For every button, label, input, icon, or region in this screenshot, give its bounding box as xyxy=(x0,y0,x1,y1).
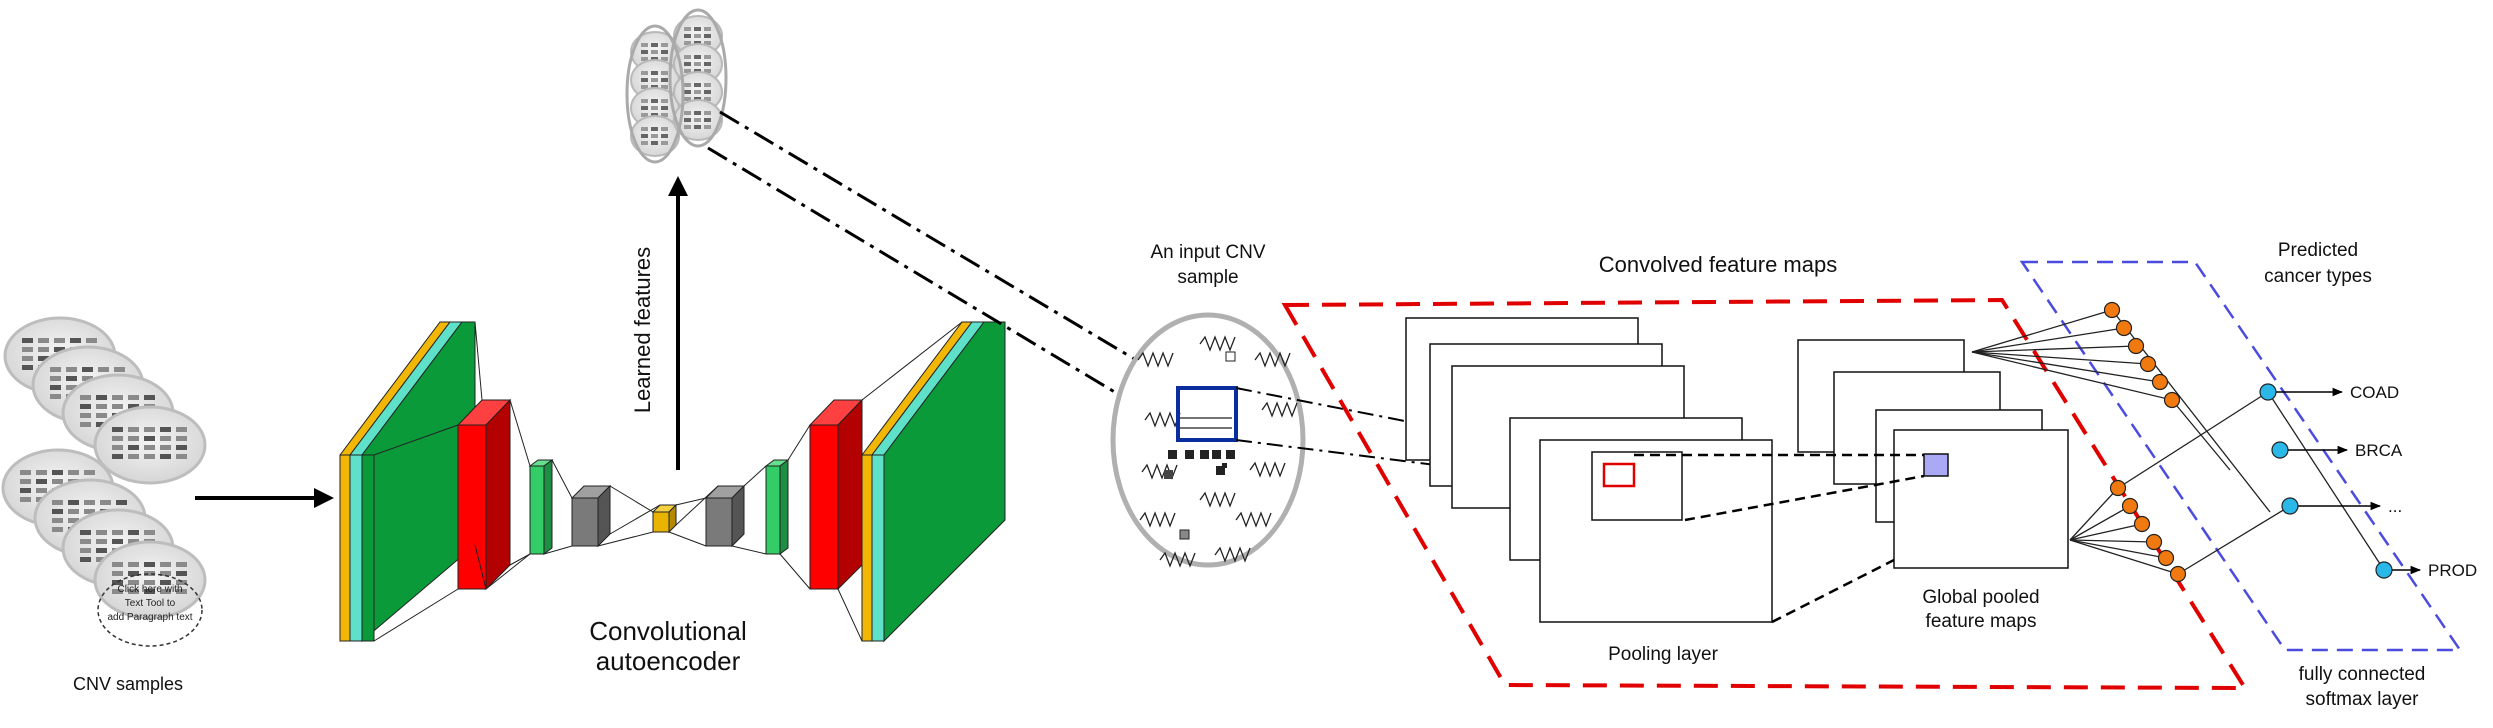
fc-hidden-node xyxy=(2127,337,2145,355)
autoencoder-label-line2: autoencoder xyxy=(596,646,741,676)
fc-edge xyxy=(2069,505,2131,541)
fc-region-outline xyxy=(2019,260,2463,652)
fc-label-line2: softmax layer xyxy=(2306,689,2420,710)
fc-network: COAD BRCA... PROD xyxy=(1971,301,2477,583)
cnv-zigzag-glyph xyxy=(1261,401,1298,418)
fc-hidden-node xyxy=(2169,565,2187,583)
global-pooled-stack xyxy=(1797,339,2069,569)
fc-edge xyxy=(2069,539,2179,575)
learned-feature-discs xyxy=(625,8,728,164)
fc-hidden-node xyxy=(2151,373,2169,391)
tooltip-line-2: Text Tool to xyxy=(125,598,176,609)
cnv-zigzag-glyph xyxy=(1139,511,1176,528)
fc-edge xyxy=(1971,351,2161,383)
fc-edge xyxy=(2117,391,2269,489)
autoencoder-links xyxy=(373,321,963,642)
class-label: PROD xyxy=(2428,561,2477,580)
fc-edge xyxy=(2069,487,2119,541)
fc-hidden-node xyxy=(2121,497,2139,515)
global-pooled-label-line1: Global pooled xyxy=(1922,587,2039,608)
convolved-maps-title: Convolved feature maps xyxy=(1599,252,1837,277)
encoder-small-green xyxy=(529,465,545,555)
fc-edge xyxy=(2069,523,2143,541)
cnv-sample-disc xyxy=(93,405,207,485)
bottleneck-code xyxy=(652,511,670,533)
decoder-slab-yellow xyxy=(861,454,873,642)
fc-output-node xyxy=(2271,441,2289,459)
learned-feature-disc xyxy=(630,115,680,157)
cnv-zigzag-glyph xyxy=(1199,491,1236,508)
fc-hidden-node xyxy=(2133,515,2151,533)
class-label: COAD xyxy=(2350,383,2399,402)
input-window-box xyxy=(1176,386,1238,442)
learned-feature-disc xyxy=(673,99,723,141)
predicted-label-line2: cancer types xyxy=(2264,266,2372,287)
fc-edge xyxy=(2069,539,2155,543)
encoder-gray-cube xyxy=(571,497,599,547)
decoder-small-green xyxy=(765,465,781,555)
feature-to-input-connectors xyxy=(707,110,1179,432)
cnv-zigzag-glyph xyxy=(1144,411,1181,428)
fc-edge xyxy=(1971,345,2137,353)
pool-connectors xyxy=(1634,453,1925,624)
fc-output-node xyxy=(2281,497,2299,515)
pooling-layer-label: Pooling layer xyxy=(1608,644,1719,665)
tooltip-line-3: add Paragraph text xyxy=(107,612,192,623)
text-tool-placeholder: Click here with Text Tool to add Paragra… xyxy=(97,573,203,647)
class-label: BRCA xyxy=(2355,441,2403,460)
encoder-conv-red-front xyxy=(457,424,487,590)
cnv-zigzag-glyph xyxy=(1137,351,1174,368)
feature-column-outline xyxy=(625,24,685,164)
class-label: ... xyxy=(2388,497,2402,516)
fc-edge xyxy=(2267,391,2385,571)
decoder-slab-green xyxy=(883,321,1006,643)
pooling-mark-red xyxy=(1602,462,1636,488)
fc-output-node xyxy=(2259,383,2277,401)
autoencoder xyxy=(339,321,1006,643)
input-cnv-sample xyxy=(1110,312,1306,568)
fc-hidden-node xyxy=(2103,301,2121,319)
input-sample-label-line1: An input CNV xyxy=(1150,242,1265,263)
fc-hidden-node xyxy=(2163,391,2181,409)
cnv-zigzag-glyph xyxy=(1235,511,1272,528)
fc-hidden-node xyxy=(2139,355,2157,373)
fc-edges xyxy=(1971,309,2385,575)
feature-column-outline xyxy=(668,8,728,148)
fc-hidden-node xyxy=(2145,533,2163,551)
fc-edge xyxy=(1971,351,2149,365)
decoder-conv-red-front xyxy=(809,424,839,590)
cnv-sample-disc xyxy=(93,540,207,620)
decoder-slab-cyan xyxy=(871,454,885,642)
cnv-signal-glyphs xyxy=(1137,335,1298,568)
cnv-zigzag-glyph xyxy=(1159,551,1196,568)
autoencoder-label-line1: Convolutional xyxy=(589,616,747,646)
decoder-gray-cube xyxy=(705,497,733,547)
feature-map-stack xyxy=(1405,317,1773,623)
cnv-zigzag-glyph xyxy=(1254,351,1291,368)
cnv-zigzag-glyph xyxy=(1199,335,1236,352)
fc-edge xyxy=(2069,539,2167,559)
cnv-zigzag-glyph xyxy=(1249,461,1286,478)
fc-edge xyxy=(1971,309,2113,353)
fc-hidden-node xyxy=(2157,549,2175,567)
tooltip-line-1: Click here with xyxy=(117,584,182,595)
input-sample-label-line2: sample xyxy=(1177,267,1238,288)
predicted-label-line1: Predicted xyxy=(2278,240,2358,261)
fc-hidden-node xyxy=(2115,319,2133,337)
fc-edge xyxy=(1971,327,2125,353)
pooling-mark-purple xyxy=(1923,453,1949,477)
fc-edge xyxy=(2177,505,2291,575)
learned-features-label: Learned features xyxy=(630,247,655,413)
fc-edge xyxy=(1971,351,2173,401)
global-pooled-label-line2: feature maps xyxy=(1926,611,2037,632)
cnv-samples-label: CNV samples xyxy=(73,674,183,694)
cnv-samples-stack xyxy=(1,316,207,620)
cnv-marker-squares xyxy=(1164,450,1235,479)
fc-label-line1: fully connected xyxy=(2299,664,2426,685)
fc-hidden-node xyxy=(2109,479,2127,497)
fc-output-node xyxy=(2375,561,2393,579)
cnv-zigzag-glyph xyxy=(1214,546,1251,563)
